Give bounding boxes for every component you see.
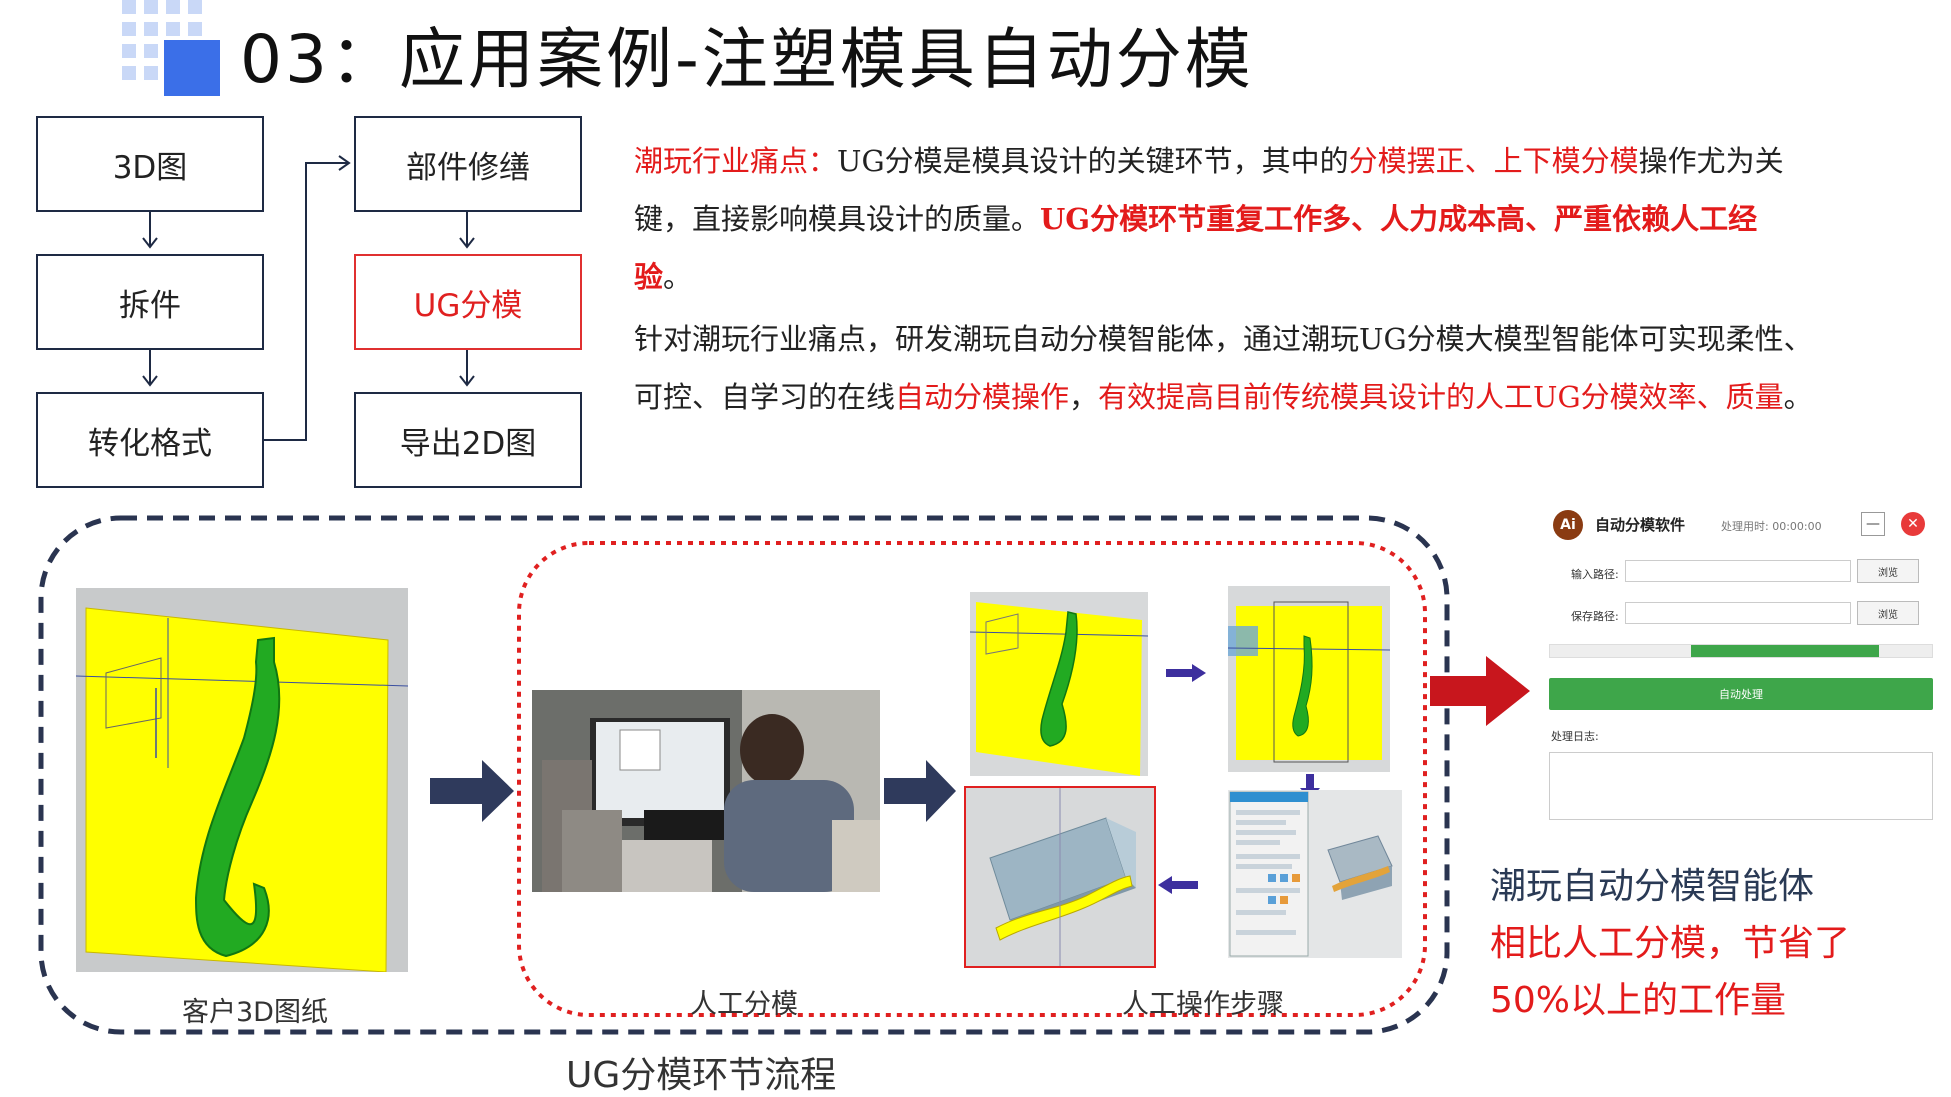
pain-point-highlight: 分模摆正、上下模分模 bbox=[1348, 144, 1639, 178]
progress-bar-fill bbox=[1691, 645, 1879, 657]
close-button[interactable]: ✕ bbox=[1901, 512, 1925, 536]
flow-step-convert: 转化格式 bbox=[36, 392, 264, 488]
arrow-left-icon bbox=[1158, 876, 1198, 894]
arrow-right-icon bbox=[884, 760, 956, 822]
solution-text-2: ， bbox=[1069, 380, 1099, 414]
flow-step-ug-split: UG分模 bbox=[354, 254, 582, 350]
conclusion-line-2: 相比人工分模，节省了 bbox=[1490, 923, 1851, 964]
caption-ug-flow: UG分模环节流程 bbox=[566, 1055, 837, 1096]
step-image-4-highlighted bbox=[964, 786, 1156, 968]
solution-end: 。 bbox=[1783, 380, 1813, 414]
caption-manual-split: 人工分模 bbox=[690, 989, 798, 1020]
solution-text-1: 针对潮玩行业痛点，研发潮玩自动分模智能体，通过潮玩UG分模大模型智能体可实现柔性… bbox=[634, 322, 1813, 414]
pain-point-end: 。 bbox=[663, 260, 693, 294]
caption-manual-steps: 人工操作步骤 bbox=[1122, 989, 1284, 1020]
progress-bar bbox=[1549, 644, 1933, 658]
log-label: 处理日志: bbox=[1551, 730, 1599, 743]
pain-point-lead: 潮玩行业痛点： bbox=[634, 144, 838, 178]
browse-input-button[interactable]: 浏览 bbox=[1857, 559, 1919, 583]
solution-highlight-2: 有效提高目前传统模具设计的人工UG分模效率、质量 bbox=[1098, 380, 1784, 414]
save-path-field[interactable] bbox=[1625, 602, 1851, 624]
browse-save-button[interactable]: 浏览 bbox=[1857, 601, 1919, 625]
flowchart-connectors bbox=[142, 155, 475, 441]
solution-highlight-1: 自动分模操作 bbox=[895, 380, 1070, 414]
arrow-right-icon bbox=[1166, 664, 1206, 682]
customer-3d-drawing-image bbox=[76, 588, 408, 972]
input-path-field[interactable] bbox=[1625, 560, 1851, 582]
conclusion-line-1: 潮玩自动分模智能体 bbox=[1490, 866, 1815, 907]
pain-point-text-1: UG分模是模具设计的关键环节，其中的 bbox=[837, 144, 1349, 178]
flow-step-repair: 部件修缮 bbox=[354, 116, 582, 212]
arrow-right-icon bbox=[430, 760, 514, 822]
pain-point-text-2: 操作尤为关键，直接影响模具设计的质量。 bbox=[634, 144, 1784, 236]
software-title: 自动分模软件 bbox=[1595, 516, 1686, 534]
step-image-1 bbox=[970, 592, 1148, 776]
processing-timer: 处理用时: 00:00:00 bbox=[1721, 520, 1822, 533]
title-accent-square bbox=[164, 40, 220, 96]
solution-paragraph: 针对潮玩行业痛点，研发潮玩自动分模智能体，通过潮玩UG分模大模型智能体可实现柔性… bbox=[634, 310, 1814, 426]
step-image-3 bbox=[1228, 790, 1402, 958]
header-decoration-dots bbox=[122, 0, 206, 96]
pain-point-paragraph: 潮玩行业痛点：UG分模是模具设计的关键环节，其中的分模摆正、上下模分模操作尤为关… bbox=[634, 132, 1814, 306]
pain-point-emphasis: UG分模环节重复工作多、人力成本高、严重依赖人工经验 bbox=[634, 202, 1758, 294]
process-outer-frame bbox=[38, 515, 1450, 1035]
conclusion-text: 潮玩自动分模智能体 相比人工分模，节省了 50%以上的工作量 bbox=[1490, 858, 1850, 1029]
manual-split-photo bbox=[532, 690, 880, 892]
ai-logo-icon: Ai bbox=[1553, 510, 1583, 540]
flow-step-export-2d: 导出2D图 bbox=[354, 392, 582, 488]
input-path-label: 输入路径: bbox=[1571, 568, 1619, 581]
flow-step-split: 拆件 bbox=[36, 254, 264, 350]
minimize-button[interactable]: — bbox=[1861, 512, 1885, 536]
processing-log-area[interactable] bbox=[1549, 752, 1933, 820]
page-title: 03：应用案例-注塑模具自动分模 bbox=[240, 21, 1254, 98]
auto-process-button[interactable]: 自动处理 bbox=[1549, 678, 1933, 710]
conclusion-line-3: 50%以上的工作量 bbox=[1490, 980, 1787, 1021]
caption-customer-drawing: 客户3D图纸 bbox=[182, 997, 328, 1028]
flow-step-3d: 3D图 bbox=[36, 116, 264, 212]
auto-split-software-window: Ai 自动分模软件 处理用时: 00:00:00 — ✕ 输入路径: 浏览 保存… bbox=[1541, 500, 1941, 830]
step-image-2 bbox=[1228, 586, 1390, 772]
arrow-right-icon bbox=[1430, 656, 1530, 726]
save-path-label: 保存路径: bbox=[1571, 610, 1619, 623]
